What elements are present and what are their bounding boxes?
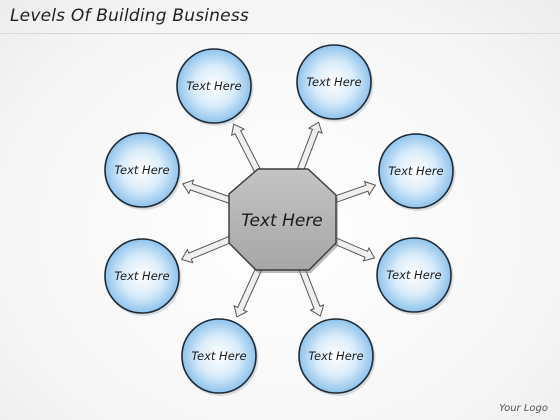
page-title: Levels Of Building Business bbox=[10, 6, 249, 26]
connector-arrow-7 bbox=[233, 263, 264, 318]
center-label: Text Here bbox=[241, 211, 323, 231]
node-4[interactable]: Text Here bbox=[378, 133, 456, 211]
title-divider bbox=[0, 33, 560, 34]
node-circle bbox=[181, 318, 257, 394]
connector-arrow-2 bbox=[296, 121, 323, 172]
center-octagon-shape bbox=[228, 168, 337, 271]
connector-arrow-1 bbox=[230, 123, 262, 174]
node-8[interactable]: Text Here bbox=[298, 318, 376, 396]
connector-arrows bbox=[180, 121, 377, 318]
node-label: Text Here bbox=[191, 349, 246, 363]
center-octagon[interactable]: Text Here bbox=[228, 168, 338, 273]
node-label: Text Here bbox=[114, 163, 169, 177]
node-circle bbox=[296, 44, 372, 120]
node-3[interactable]: Text Here bbox=[104, 132, 182, 210]
node-6[interactable]: Text Here bbox=[376, 237, 454, 315]
connector-arrow-3 bbox=[181, 179, 235, 205]
node-circle bbox=[376, 237, 452, 313]
node-5[interactable]: Text Here bbox=[104, 238, 182, 316]
node-2[interactable]: Text Here bbox=[296, 44, 374, 122]
node-circle bbox=[298, 318, 374, 394]
node-circle bbox=[104, 132, 180, 208]
connector-arrow-5 bbox=[180, 234, 236, 264]
node-label: Text Here bbox=[114, 269, 169, 283]
node-label: Text Here bbox=[308, 349, 363, 363]
node-label: Text Here bbox=[388, 164, 443, 178]
node-label: Text Here bbox=[186, 79, 241, 93]
node-circle bbox=[176, 48, 252, 124]
node-1[interactable]: Text Here bbox=[176, 48, 254, 126]
node-circle bbox=[104, 238, 180, 314]
logo-placeholder: Your Logo bbox=[499, 403, 548, 414]
node-7[interactable]: Text Here bbox=[181, 318, 259, 396]
node-label: Text Here bbox=[386, 268, 441, 282]
node-label: Text Here bbox=[306, 75, 361, 89]
node-circle bbox=[378, 133, 454, 209]
